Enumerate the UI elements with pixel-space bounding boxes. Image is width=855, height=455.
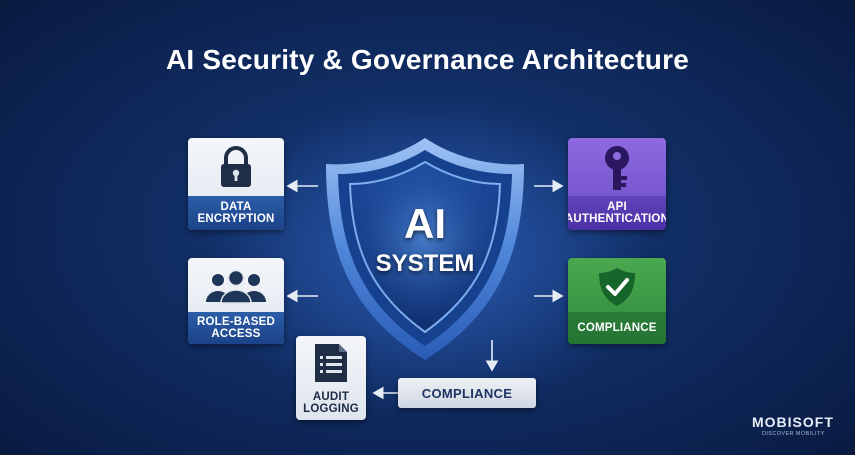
audit-logging-label: AUDIT LOGGING — [303, 391, 359, 415]
key-icon — [605, 146, 629, 190]
document-icon — [315, 344, 347, 382]
data-encryption-label: DATA ENCRYPTION — [188, 196, 284, 230]
padlock-icon — [221, 146, 251, 187]
api-authentication-card: API AUTHENTICATION — [568, 138, 666, 230]
brand-tagline: DISCOVER MOBILITY — [762, 431, 825, 437]
data-encryption-card: DATA ENCRYPTION — [188, 138, 284, 230]
shield-icon — [326, 138, 524, 360]
role-based-access-label: ROLE-BASED ACCESS — [188, 312, 284, 344]
shield-check-icon — [599, 268, 635, 306]
audit-logging-card: AUDIT LOGGING — [296, 336, 366, 420]
api-authentication-label: API AUTHENTICATION — [568, 196, 666, 230]
users-group-icon — [206, 269, 266, 304]
center-system-label: SYSTEM — [375, 250, 475, 277]
center-ai-label: AI — [404, 200, 446, 247]
role-based-access-card: ROLE-BASED ACCESS — [188, 258, 284, 344]
page-title: AI Security & Governance Architecture — [166, 44, 689, 75]
brand-logo: MOBISOFT — [752, 414, 834, 430]
compliance-right-label: COMPLIANCE — [568, 312, 666, 344]
compliance-bottom-pill: COMPLIANCE — [398, 378, 536, 408]
compliance-right-card: COMPLIANCE — [568, 258, 666, 344]
